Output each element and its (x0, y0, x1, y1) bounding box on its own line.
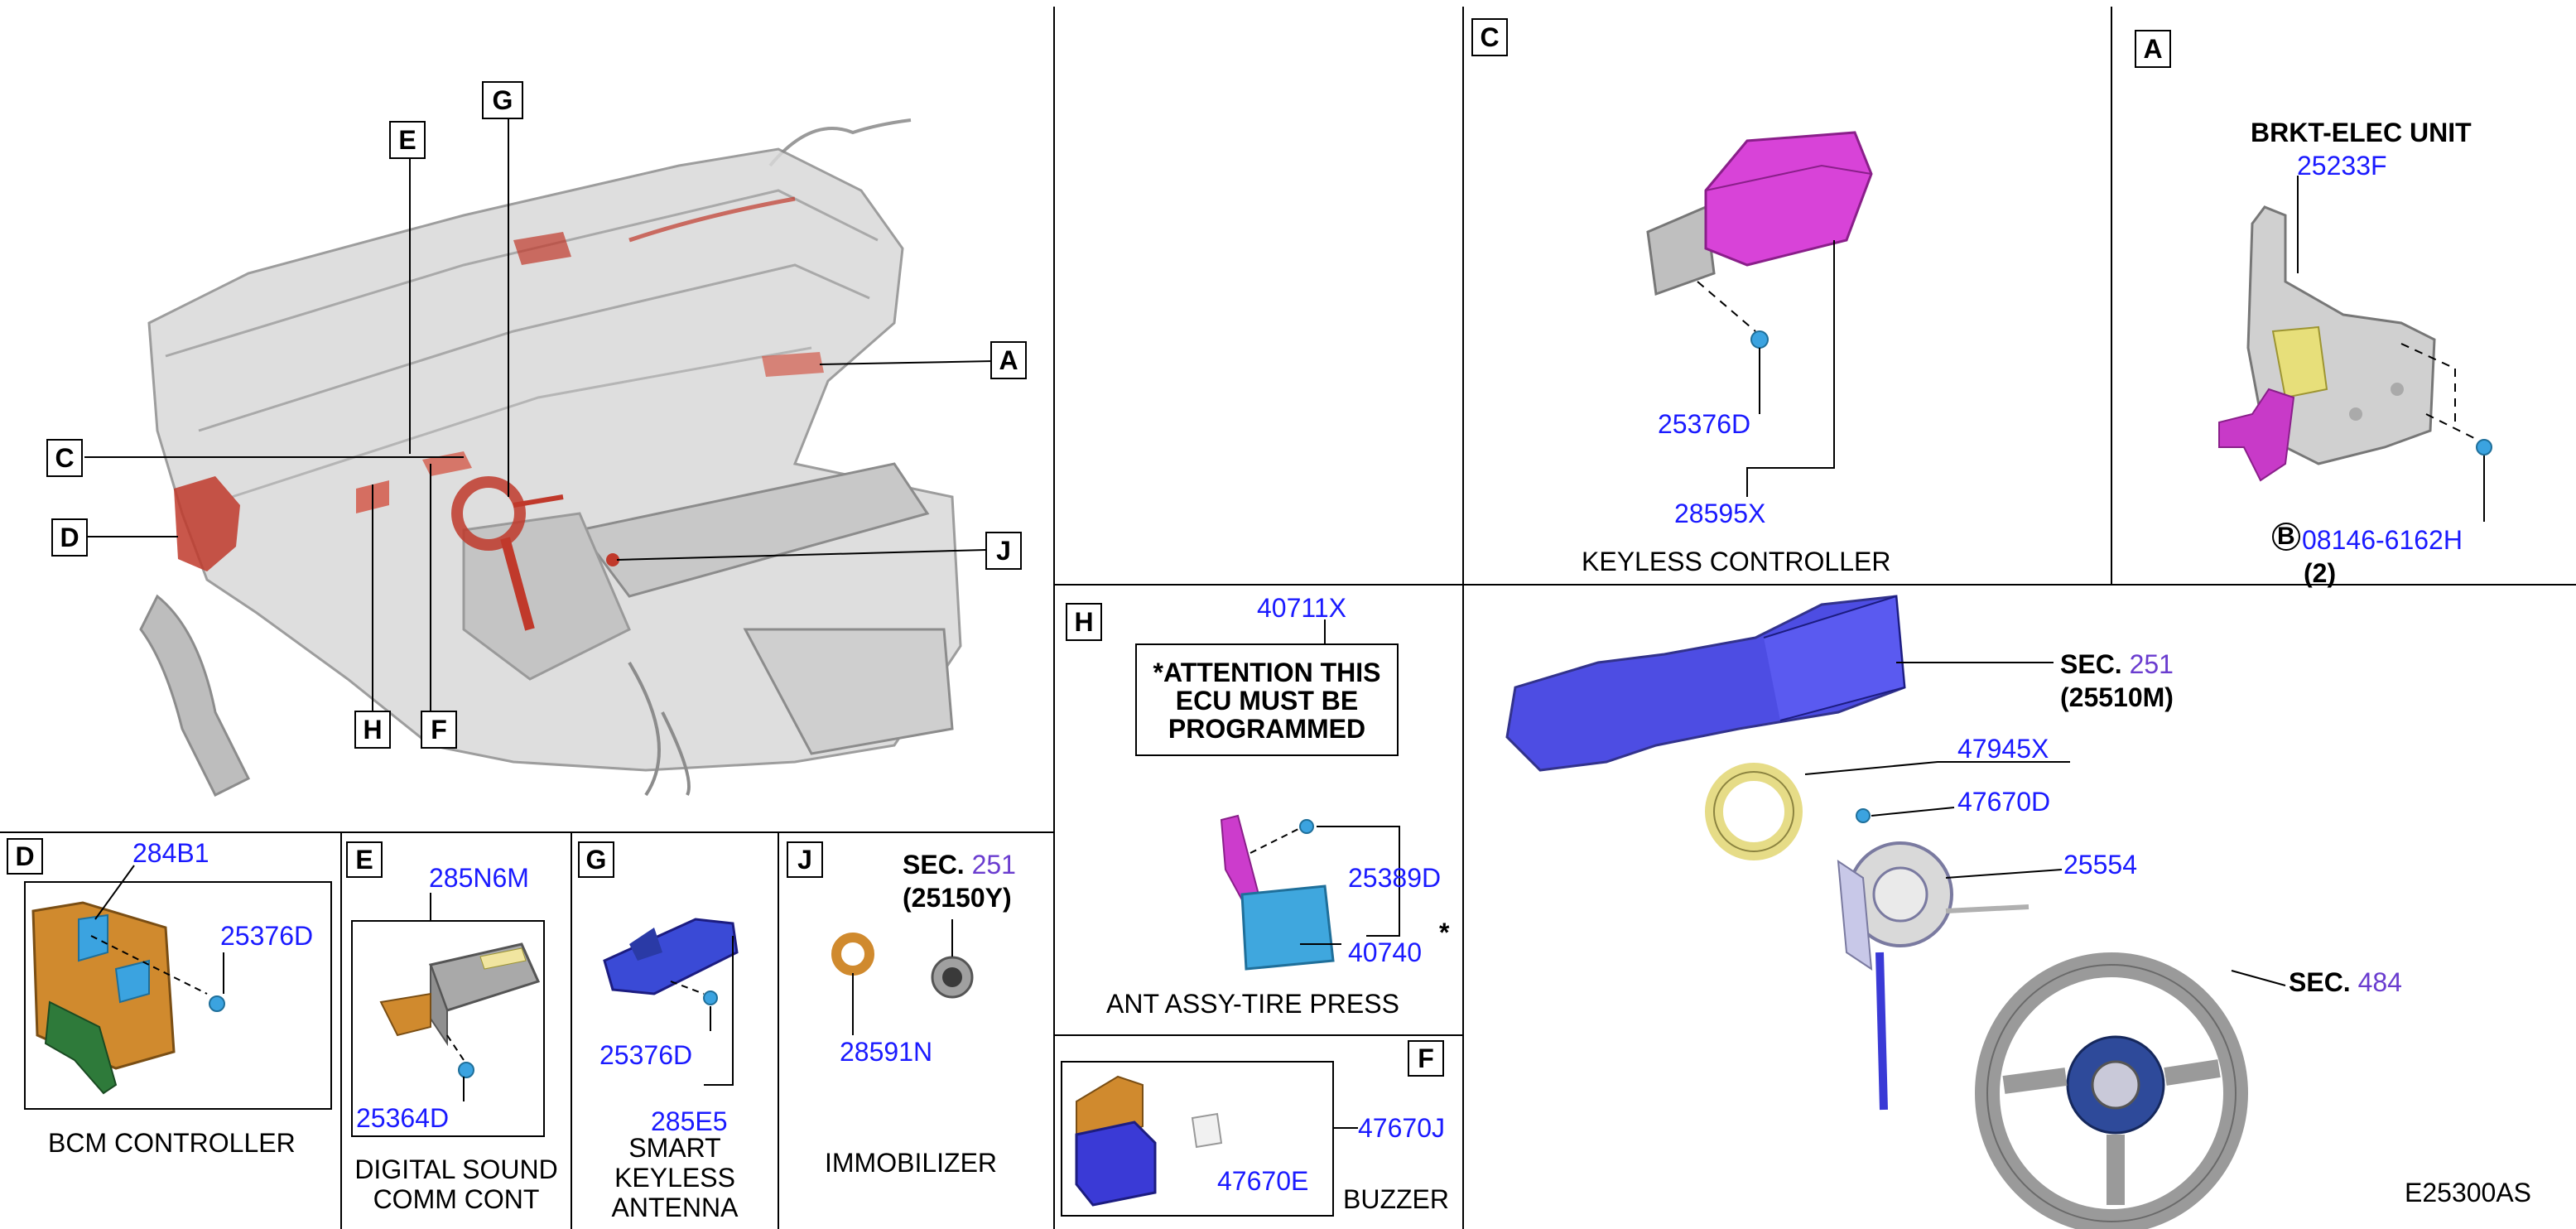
section-f-letter: F (1408, 1040, 1444, 1077)
attention-line-2: ECU MUST BE (1175, 686, 1359, 716)
part-47945x-label[interactable]: 47945X (1957, 734, 2049, 764)
bolt-marker-circle (2272, 523, 2300, 551)
section-h-letter: H (1066, 603, 1102, 641)
sec-251-immobilizer-ref[interactable]: SEC. 251 (903, 851, 1016, 878)
part-25233f-label[interactable]: 25233F (2297, 151, 2387, 181)
sec-484-number: 484 (2357, 967, 2402, 997)
part-40711x-label[interactable]: 40711X (1257, 593, 1346, 623)
diagram-code: E25300AS (2405, 1178, 2532, 1207)
steering-wheel-illustration (1975, 952, 2248, 1229)
sec-484-prefix: SEC. (2289, 967, 2351, 997)
keyless-controller-leaders (1746, 240, 1835, 497)
section-c-letter: C (1471, 18, 1508, 56)
panel-dividers (0, 7, 2576, 1229)
sec-251-ref[interactable]: SEC. 251 (2060, 651, 2174, 677)
part-25376d-antenna-label[interactable]: 25376D (599, 1040, 693, 1070)
steering-column-illustration (1505, 595, 1906, 772)
attention-line-3: PROGRAMMED (1168, 714, 1366, 744)
sec-484-ref[interactable]: SEC. 484 (2289, 969, 2402, 995)
callout-f: F (421, 711, 457, 749)
tire-pressure-leaders (1300, 826, 1400, 945)
steering-leaders (1804, 662, 2286, 986)
sec-251-immobilizer-prefix: SEC. (903, 850, 965, 880)
sec-251-immobilizer-part-ref: (25150Y) (903, 883, 1012, 913)
part-25376d-label[interactable]: 25376D (1658, 409, 1751, 439)
buzzer-illustration (1075, 1075, 1223, 1207)
sec-251-part-ref: (25510M) (2060, 682, 2174, 712)
sec-251-immobilizer-number: 251 (971, 850, 1016, 880)
sec-251-number: 251 (2129, 649, 2174, 679)
part-25364d-label[interactable]: 25364D (356, 1103, 450, 1133)
callout-e: E (389, 121, 426, 159)
digital-sound-title-line-2: COMM CONT (373, 1184, 540, 1214)
part-28595x-label[interactable]: 28595X (1674, 499, 1766, 528)
section-a-letter: A (2135, 30, 2171, 68)
buzzer-title: BUZZER (1343, 1184, 1449, 1214)
part-40740-label[interactable]: 40740 (1348, 937, 1422, 967)
ant-assy-tire-press-title: ANT ASSY-TIRE PRESS (1106, 989, 1399, 1019)
part-08146-6162h-label[interactable]: 08146-6162H (2302, 525, 2463, 555)
section-d-letter: D (7, 838, 43, 875)
callout-g: G (482, 81, 523, 119)
smart-keyless-title-line-2: KEYLESS (614, 1163, 735, 1193)
brkt-elec-unit-illustration (2218, 205, 2492, 482)
tire-pressure-antenna-illustration (1220, 814, 1335, 971)
bcm-inner-box (24, 881, 332, 1110)
part-284b1-label[interactable]: 284B1 (132, 838, 209, 868)
sec-251-prefix: SEC. (2060, 649, 2122, 679)
part-25376d-bcm-label[interactable]: 25376D (220, 921, 314, 951)
part-47670j-label[interactable]: 47670J (1358, 1113, 1445, 1143)
bcm-controller-illustration (31, 901, 225, 1095)
part-285n6m-label[interactable]: 285N6M (429, 863, 529, 893)
keyless-controller-title: KEYLESS CONTROLLER (1582, 547, 1891, 576)
immobilizer-title: IMMOBILIZER (825, 1148, 998, 1178)
smart-keyless-title-line-3: ANTENNA (611, 1193, 739, 1222)
digital-sound-inner-box (351, 920, 545, 1137)
digital-sound-comm-cont-illustration (379, 942, 541, 1078)
callout-j: J (985, 532, 1022, 570)
keyless-controller-illustration (1646, 131, 1873, 349)
part-28591n-label[interactable]: 28591N (840, 1037, 933, 1067)
part-285e5-label[interactable]: 285E5 (651, 1106, 728, 1136)
bcm-leaders (94, 865, 224, 994)
spiral-cable-illustration (1837, 841, 2030, 1111)
program-asterisk: * (1439, 918, 1450, 947)
callout-a: A (990, 341, 1027, 379)
overview-leader-lines (84, 116, 994, 712)
smart-keyless-antenna-illustration (603, 918, 739, 1005)
smart-keyless-leaders (704, 936, 734, 1086)
attention-box (1135, 643, 1399, 756)
section-g-letter: G (578, 841, 614, 878)
bcm-controller-title: BCM CONTROLLER (48, 1128, 296, 1158)
buzzer-inner-box (1061, 1061, 1334, 1217)
part-47670e-label[interactable]: 47670E (1217, 1166, 1309, 1196)
bolt-qty-label: (2) (2304, 558, 2337, 588)
immobilizer-illustration (831, 933, 974, 999)
part-25554-label[interactable]: 25554 (2063, 850, 2137, 880)
attention-line-1: *ATTENTION THIS (1153, 658, 1381, 687)
callout-d: D (51, 518, 88, 557)
bolt-marker-letter: B (2277, 523, 2295, 550)
smart-keyless-title-line-1: SMART (628, 1133, 721, 1163)
part-25389d-label[interactable]: 25389D (1348, 863, 1442, 893)
steering-angle-sensor-illustration (1705, 763, 1871, 860)
brkt-elec-unit-title: BRKT-ELEC UNIT (2251, 118, 2472, 147)
brkt-elec-unit-leaders (2297, 176, 2485, 522)
digital-sound-leaders (430, 893, 465, 1101)
callout-c: C (46, 439, 83, 477)
dashboard-overview-illustration (139, 118, 962, 798)
callout-h: H (354, 711, 391, 749)
section-j-letter: J (787, 841, 823, 878)
section-e-letter: E (346, 841, 383, 878)
immobilizer-leaders (852, 919, 953, 1035)
part-47670d-label[interactable]: 47670D (1957, 787, 2051, 817)
digital-sound-title-line-1: DIGITAL SOUND (354, 1154, 558, 1184)
